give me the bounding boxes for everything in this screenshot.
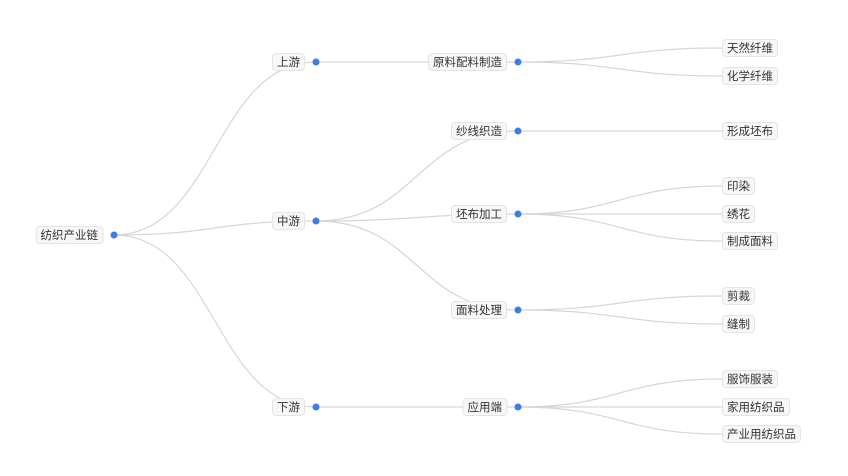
tree-node-upstream[interactable]: 上游	[272, 53, 305, 71]
tree-node-applications[interactable]: 应用端	[462, 398, 507, 416]
tree-link-greige-processing-to-fabric-making	[517, 213, 723, 242]
tree-link-root-to-downstream	[113, 234, 317, 408]
tree-link-applications-to-apparel	[517, 378, 723, 408]
tree-node-industrial-textiles[interactable]: 产业用纺织品	[722, 425, 801, 443]
tree-node-home-textiles[interactable]: 家用纺织品	[722, 398, 790, 416]
expand-collapse-dot-icon[interactable]	[312, 403, 320, 411]
tree-node-sewing[interactable]: 缝制	[722, 315, 755, 333]
tree-link-fabric-processing-to-sewing	[517, 309, 723, 325]
tree-link-raw-materials-to-natural-fiber	[517, 47, 723, 63]
tree-link-midstream-to-fabric-processing	[315, 220, 519, 311]
expand-collapse-dot-icon[interactable]	[514, 210, 522, 218]
expand-collapse-dot-icon[interactable]	[514, 127, 522, 135]
tree-node-fabric-making[interactable]: 制成面料	[722, 232, 778, 250]
tree-node-spinning-weaving[interactable]: 纱线织造	[451, 122, 507, 140]
expand-collapse-dot-icon[interactable]	[514, 58, 522, 66]
tree-node-natural-fiber[interactable]: 天然纤维	[722, 39, 778, 57]
tree-link-applications-to-industrial-textiles	[517, 406, 723, 435]
tree-node-chemical-fiber[interactable]: 化学纤维	[722, 67, 778, 85]
tree-link-raw-materials-to-chemical-fiber	[517, 61, 723, 77]
expand-collapse-dot-icon[interactable]	[514, 403, 522, 411]
tree-node-dyeing[interactable]: 印染	[722, 177, 755, 195]
tree-link-fabric-processing-to-cutting	[517, 295, 723, 311]
tree-node-fabric-processing[interactable]: 面料处理	[451, 301, 507, 319]
tree-node-cutting[interactable]: 剪裁	[722, 287, 755, 305]
tree-node-embroidery[interactable]: 绣花	[722, 205, 755, 223]
expand-collapse-dot-icon[interactable]	[312, 217, 320, 225]
tree-node-greige-formation[interactable]: 形成坯布	[722, 122, 778, 140]
tree-node-greige-processing[interactable]: 坯布加工	[451, 205, 507, 223]
tree-node-downstream[interactable]: 下游	[272, 398, 305, 416]
tree-node-midstream[interactable]: 中游	[272, 212, 305, 230]
tree-link-root-to-upstream	[113, 61, 317, 236]
tree-node-apparel[interactable]: 服饰服装	[722, 370, 778, 388]
expand-collapse-dot-icon[interactable]	[110, 231, 118, 239]
tree-node-raw-materials[interactable]: 原料配料制造	[428, 53, 507, 71]
expand-collapse-dot-icon[interactable]	[312, 58, 320, 66]
expand-collapse-dot-icon[interactable]	[514, 306, 522, 314]
tree-link-greige-processing-to-dyeing	[517, 185, 723, 215]
tree-node-root[interactable]: 纺织产业链	[35, 226, 103, 244]
